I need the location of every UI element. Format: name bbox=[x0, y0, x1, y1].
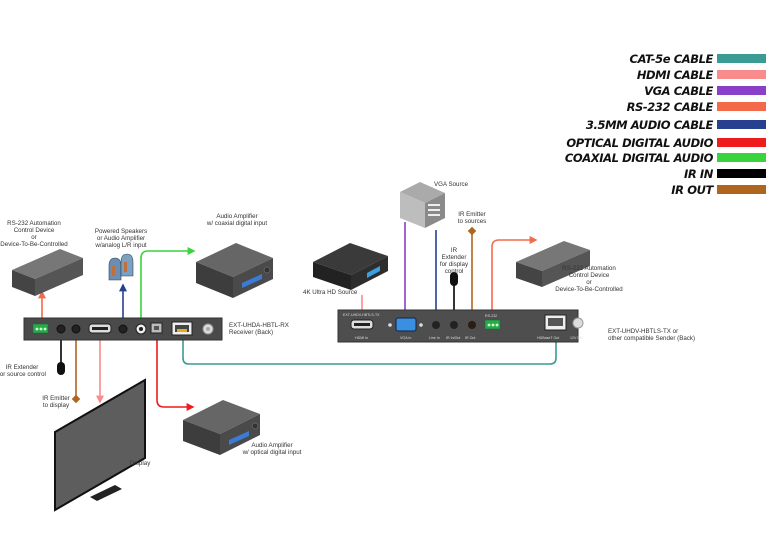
legend-swatch bbox=[717, 185, 766, 194]
legend-label: IR IN bbox=[684, 167, 714, 181]
legend-swatch bbox=[717, 70, 766, 79]
ir-emitter-tx-icon bbox=[467, 226, 477, 236]
port-label-vga-in: VGA In bbox=[400, 336, 411, 340]
label-line: to sources bbox=[458, 218, 487, 225]
legend-swatch bbox=[717, 54, 766, 63]
legend-swatch bbox=[717, 169, 766, 178]
label-line: Control Device bbox=[14, 227, 55, 234]
label-line: EXT-UHDA-HBTL-RX bbox=[229, 322, 289, 329]
ir-extender-tx-icon bbox=[450, 272, 458, 286]
label-line: or Audio Amplifier bbox=[97, 235, 145, 242]
port-label-rs232: RS-232 bbox=[485, 314, 497, 318]
port-label-line-in: Line In bbox=[429, 336, 440, 340]
label-line: w/analog L/R input bbox=[94, 242, 147, 249]
optical-cable bbox=[156, 338, 195, 411]
legend-swatch bbox=[717, 120, 766, 129]
legend-label: OPTICAL DIGITAL AUDIO bbox=[566, 136, 713, 150]
vga-source-computer bbox=[400, 182, 445, 228]
label-line: to display bbox=[43, 402, 70, 409]
legend-swatch bbox=[717, 102, 766, 111]
ir-emitter-rx-icon bbox=[71, 394, 81, 404]
label-line: w/ optical digital input bbox=[242, 449, 302, 456]
rs232-device-left bbox=[12, 249, 83, 296]
legend-label: RS-232 CABLE bbox=[627, 100, 714, 114]
legend-label: HDMI CABLE bbox=[637, 68, 714, 82]
label-line: IR bbox=[451, 247, 458, 254]
label-line: for source control bbox=[0, 371, 46, 378]
label-line: Powered Speakers bbox=[95, 228, 147, 235]
powered-speakers-icon bbox=[108, 253, 134, 281]
label-line: control bbox=[445, 268, 464, 275]
label-line: Receiver (Back) bbox=[229, 329, 273, 336]
sender-model-tag: EXT-UHDV-HBTLS-TX bbox=[343, 313, 380, 317]
label-line: Audio Amplifier bbox=[251, 442, 292, 449]
uhd-source-player bbox=[313, 243, 388, 290]
label-line: w/ coaxial digital input bbox=[206, 220, 267, 227]
legend-swatch bbox=[717, 86, 766, 95]
label-line: or bbox=[586, 279, 592, 286]
rs232-device-right bbox=[516, 241, 590, 287]
label-line: RS-232 Automation bbox=[562, 265, 616, 272]
legend-swatch bbox=[717, 138, 766, 147]
rs232-cable-right bbox=[491, 236, 538, 320]
port-label-hdmi-in: HDMI In bbox=[355, 336, 368, 340]
label-line: Extender bbox=[442, 254, 467, 261]
port-label-hdbaset-out: HDBaseT Out bbox=[537, 336, 559, 340]
legend-label: COAXIAL DIGITAL AUDIO bbox=[565, 151, 714, 165]
port-label-ir-out: IR Out bbox=[465, 336, 475, 340]
label-line: IR Emitter bbox=[458, 211, 486, 218]
cat5e-cable bbox=[182, 330, 557, 365]
label-line: Audio Amplifier bbox=[216, 213, 257, 220]
label-line: EXT-UHDV-HBTLS-TX or bbox=[608, 328, 678, 335]
uhd-source-label: 4K Ultra HD Source bbox=[303, 289, 358, 296]
coaxial-cable bbox=[140, 247, 196, 322]
ir-extender-rx-icon bbox=[57, 362, 65, 375]
display-label: Display bbox=[130, 460, 151, 467]
label-line: IR Emitter bbox=[42, 395, 70, 402]
display-tv bbox=[54, 378, 146, 512]
label-line: for display bbox=[440, 261, 469, 268]
cable-legend: CAT-5e CABLE HDMI CABLE VGA CABLE RS-232 CA… bbox=[565, 52, 766, 197]
port-label-ir-in-out: IR In/Out bbox=[446, 336, 460, 340]
legend-swatch bbox=[717, 153, 766, 162]
legend-label: VGA CABLE bbox=[644, 84, 713, 98]
label-line: IR Extender bbox=[6, 364, 39, 371]
legend-label: IR OUT bbox=[671, 183, 714, 197]
port-label-dc: 12V DC bbox=[570, 336, 583, 340]
label-line: or bbox=[31, 234, 37, 241]
vga-source-label: VGA Source bbox=[434, 181, 469, 188]
receiver-back-panel bbox=[23, 317, 223, 341]
sender-back-panel: EXT-UHDV-HBTLS-TX HDMI In VGA In Line In… bbox=[337, 309, 584, 343]
label-line: Control Device bbox=[569, 272, 610, 279]
label-line: RS-232 Automation bbox=[7, 220, 61, 227]
audio-amplifier-optical bbox=[183, 400, 260, 455]
label-line: Device-To-Be-Controlled bbox=[0, 241, 68, 248]
legend-label: CAT-5e CABLE bbox=[630, 52, 714, 66]
label-line: Device-To-Be-Controlled bbox=[555, 286, 623, 293]
label-line: other compatible Sender (Back) bbox=[608, 335, 695, 342]
audio-amplifier-coaxial bbox=[196, 243, 273, 298]
legend-label: 3.5MM AUDIO CABLE bbox=[586, 118, 714, 132]
cables bbox=[38, 222, 557, 411]
